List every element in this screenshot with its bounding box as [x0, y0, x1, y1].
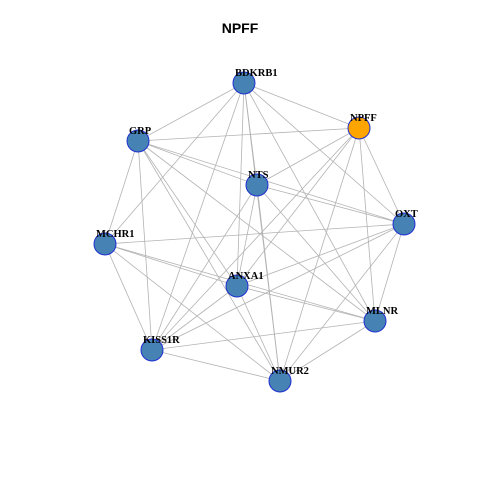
edge-grp-nts	[137, 140, 258, 186]
node-label-mlnr: MLNR	[366, 306, 398, 317]
edge-oxt-mlnr	[374, 223, 405, 322]
edge-oxt-mchr1	[104, 223, 405, 245]
edge-mchr1-kiss1r	[104, 243, 153, 351]
edge-nts-kiss1r	[151, 184, 258, 351]
edge-bdkrb1-mchr1	[104, 82, 245, 245]
node-label-kiss1r: KISS1R	[143, 335, 180, 346]
edge-nts-oxt	[256, 184, 405, 225]
edge-bdkrb1-anxa1	[236, 82, 245, 287]
edge-oxt-kiss1r	[151, 223, 405, 351]
node-kiss1r[interactable]	[140, 338, 164, 362]
edge-nts-mlnr	[256, 184, 376, 322]
edge-grp-oxt	[137, 140, 405, 225]
edge-grp-mchr1	[104, 140, 139, 245]
edge-mchr1-anxa1	[104, 243, 238, 287]
edge-anxa1-nmur2	[236, 285, 281, 382]
node-nts[interactable]	[245, 173, 269, 197]
edge-bdkrb1-oxt	[243, 82, 405, 225]
edge-oxt-nmur2	[279, 223, 405, 382]
edge-npff-oxt	[358, 127, 405, 225]
edge-kiss1r-nmur2	[151, 349, 281, 382]
node-label-nmur2: NMUR2	[271, 366, 309, 377]
node-bdkrb1[interactable]	[232, 71, 256, 95]
node-nmur2[interactable]	[268, 369, 292, 393]
node-anxa1[interactable]	[225, 274, 249, 298]
graph-title: NPFF	[221, 20, 259, 36]
node-mlnr[interactable]	[363, 309, 387, 333]
edge-grp-anxa1	[137, 140, 238, 287]
node-label-oxt: OXT	[395, 209, 418, 220]
edge-bdkrb1-mlnr	[243, 82, 376, 322]
edge-mlnr-kiss1r	[151, 320, 376, 351]
node-label-anxa1: ANXA1	[228, 271, 264, 282]
edge-npff-nts	[256, 127, 360, 186]
edge-grp-kiss1r	[137, 140, 153, 351]
edge-oxt-anxa1	[236, 223, 405, 287]
edge-bdkrb1-npff	[243, 82, 360, 129]
edge-anxa1-mlnr	[236, 285, 376, 322]
edge-mchr1-nmur2	[104, 243, 281, 382]
node-oxt[interactable]	[392, 212, 416, 236]
edge-bdkrb1-kiss1r	[151, 82, 245, 351]
edge-nts-anxa1	[236, 184, 258, 287]
node-label-mchr1: MCHR1	[96, 229, 135, 240]
edge-grp-mlnr	[137, 140, 376, 322]
node-grp[interactable]	[126, 129, 150, 153]
node-label-npff: NPFF	[350, 113, 377, 124]
edge-npff-anxa1	[236, 127, 360, 287]
edge-layer	[104, 82, 405, 382]
edge-nts-nmur2	[256, 184, 281, 382]
edge-npff-mlnr	[358, 127, 376, 322]
node-mchr1[interactable]	[93, 232, 117, 256]
node-label-nts: NTS	[248, 170, 269, 181]
edge-bdkrb1-grp	[137, 82, 245, 142]
edge-anxa1-kiss1r	[151, 285, 238, 351]
edge-npff-grp	[137, 127, 360, 142]
node-label-bdkrb1: BDKRB1	[235, 68, 278, 79]
node-npff[interactable]	[347, 116, 371, 140]
node-layer	[93, 71, 416, 393]
edge-npff-nmur2	[279, 127, 360, 382]
node-label-grp: GRP	[129, 126, 152, 137]
edge-mlnr-nmur2	[279, 320, 376, 382]
edge-npff-kiss1r	[151, 127, 360, 351]
